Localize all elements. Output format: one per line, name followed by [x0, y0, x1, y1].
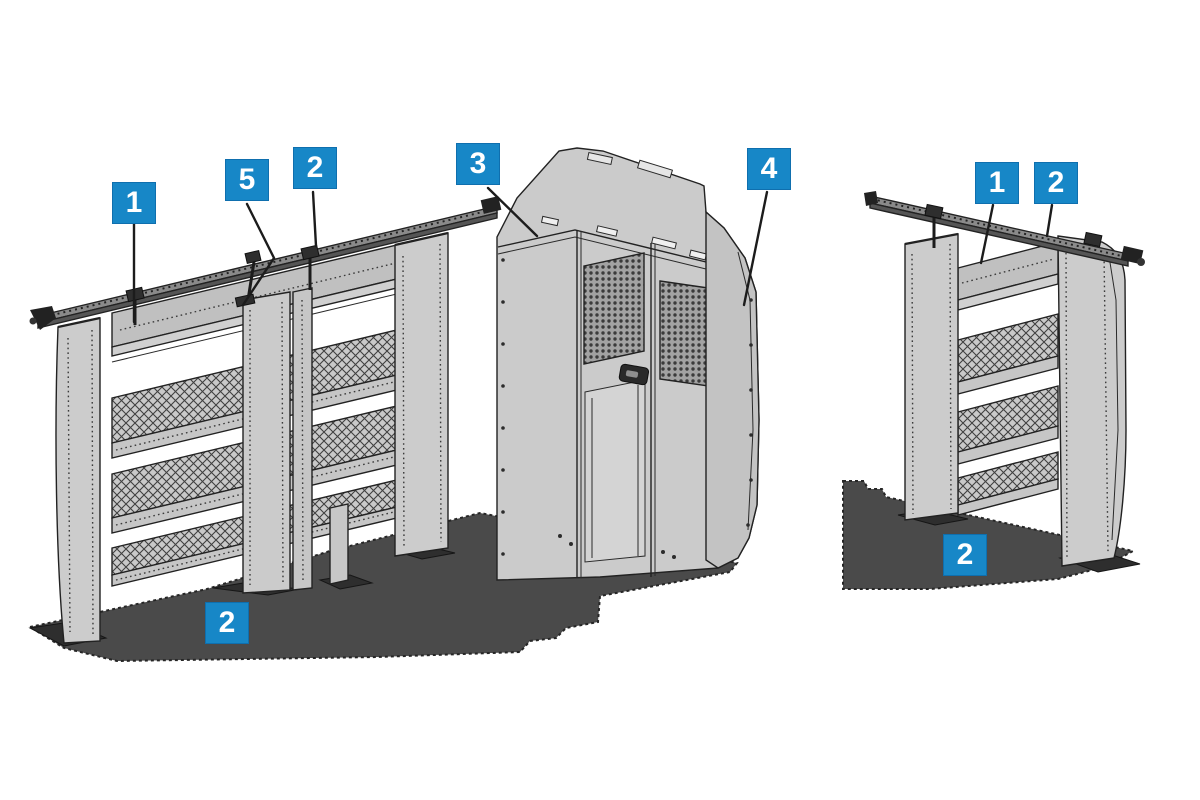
mounting-rail-right [864, 191, 1145, 267]
mounting-rail-left [29, 205, 498, 330]
rail-end-cap-right-assembly [1120, 245, 1144, 265]
leader-partition-3 [486, 186, 539, 238]
leader-right-1 [979, 203, 995, 265]
callout-box-right-mat: 2 [943, 534, 987, 576]
partition-mesh-left [583, 252, 645, 365]
left-unit-side-panel-left [55, 316, 101, 644]
leader-left-2 [311, 190, 318, 248]
cargo-partition [480, 147, 760, 581]
left-unit2-right-panel [394, 231, 449, 557]
callout-box-right-shelf: 1 [975, 162, 1019, 204]
rail-end-cap-left-assembly [480, 196, 502, 214]
callout-box-right-rail: 2 [1034, 162, 1078, 204]
callout-box-partition: 3 [456, 143, 500, 185]
rail-end-hook [30, 306, 56, 330]
callout-leader-lines [132, 186, 1054, 324]
callout-box-left-shelf: 1 [112, 182, 156, 224]
partition-bolts [501, 258, 753, 559]
door-handle [618, 363, 650, 386]
leader-right-2 [1045, 203, 1054, 238]
right-shelving-unit [897, 232, 1141, 573]
callout-box-left-bracket: 5 [225, 159, 269, 201]
callout-box-partition-wing: 4 [747, 148, 791, 190]
left-shelving-unit [28, 231, 456, 647]
partition-door [584, 379, 646, 563]
left-unit2-left-upright [292, 287, 313, 591]
leader-partition-4 [742, 190, 769, 307]
right-unit-right-panel [1057, 235, 1127, 567]
right-unit-left-panel [904, 232, 959, 521]
callout-box-left-rail: 2 [293, 147, 337, 189]
leader-left-5 [241, 202, 276, 307]
callout-box-left-mat: 2 [205, 602, 249, 644]
left-unit-divider-panel [242, 291, 291, 594]
